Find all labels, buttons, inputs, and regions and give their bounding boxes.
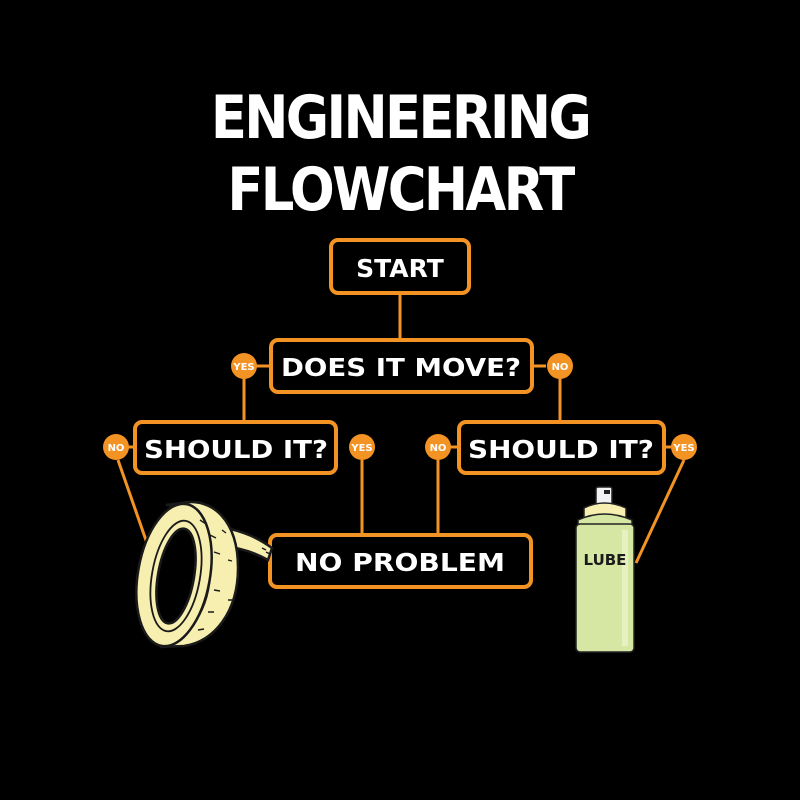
connector-leftno-tape: [116, 459, 150, 547]
node-no-problem-label: NO PROBLEM: [295, 548, 505, 577]
answer-move-yes-label: YES: [232, 362, 254, 373]
lube-can-label: LUBE: [584, 551, 627, 569]
node-no-problem: NO PROBLEM: [268, 533, 533, 589]
node-start-label: START: [356, 254, 444, 283]
duct-tape-icon: [135, 500, 274, 649]
answer-left-yes-label: YES: [350, 443, 372, 454]
title-line-1: ENGINEERING: [210, 83, 592, 153]
node-should-it-left-label: SHOULD IT?: [144, 435, 328, 464]
answer-right-no: NO: [425, 434, 451, 460]
answer-move-no: NO: [547, 353, 573, 379]
answer-move-yes: YES: [231, 353, 257, 379]
answer-move-no-label: NO: [552, 362, 569, 373]
node-start: START: [329, 238, 471, 295]
node-should-it-right-label: SHOULD IT?: [468, 435, 654, 464]
node-does-it-move: DOES IT MOVE?: [269, 338, 534, 394]
node-does-it-move-label: DOES IT MOVE?: [281, 353, 521, 382]
answer-left-yes: YES: [349, 434, 375, 460]
answer-left-no: NO: [103, 434, 129, 460]
lube-spray-can-icon: LUBE: [575, 486, 635, 653]
title-line-2: FLOWCHART: [227, 155, 575, 225]
answer-left-no-label: NO: [108, 443, 125, 454]
answer-right-yes-label: YES: [672, 443, 694, 454]
answer-right-no-label: NO: [430, 443, 447, 454]
connector-rightyes-lube: [634, 459, 686, 564]
node-should-it-left: SHOULD IT?: [133, 420, 338, 475]
node-should-it-right: SHOULD IT?: [457, 420, 666, 475]
answer-right-yes: YES: [671, 434, 697, 460]
